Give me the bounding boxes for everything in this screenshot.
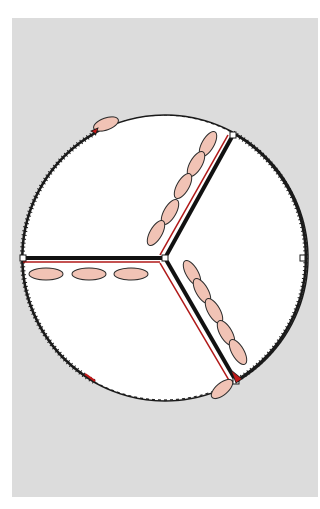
left-rim-node (20, 255, 26, 261)
spoke-left (23, 258, 165, 262)
ellipse (29, 268, 63, 280)
center-node (162, 255, 168, 261)
ellipse (72, 268, 106, 280)
ellipse (114, 268, 148, 280)
ellipses-left (29, 268, 148, 280)
upper-right-rim-node (230, 132, 236, 138)
right-rim-node (300, 255, 305, 261)
